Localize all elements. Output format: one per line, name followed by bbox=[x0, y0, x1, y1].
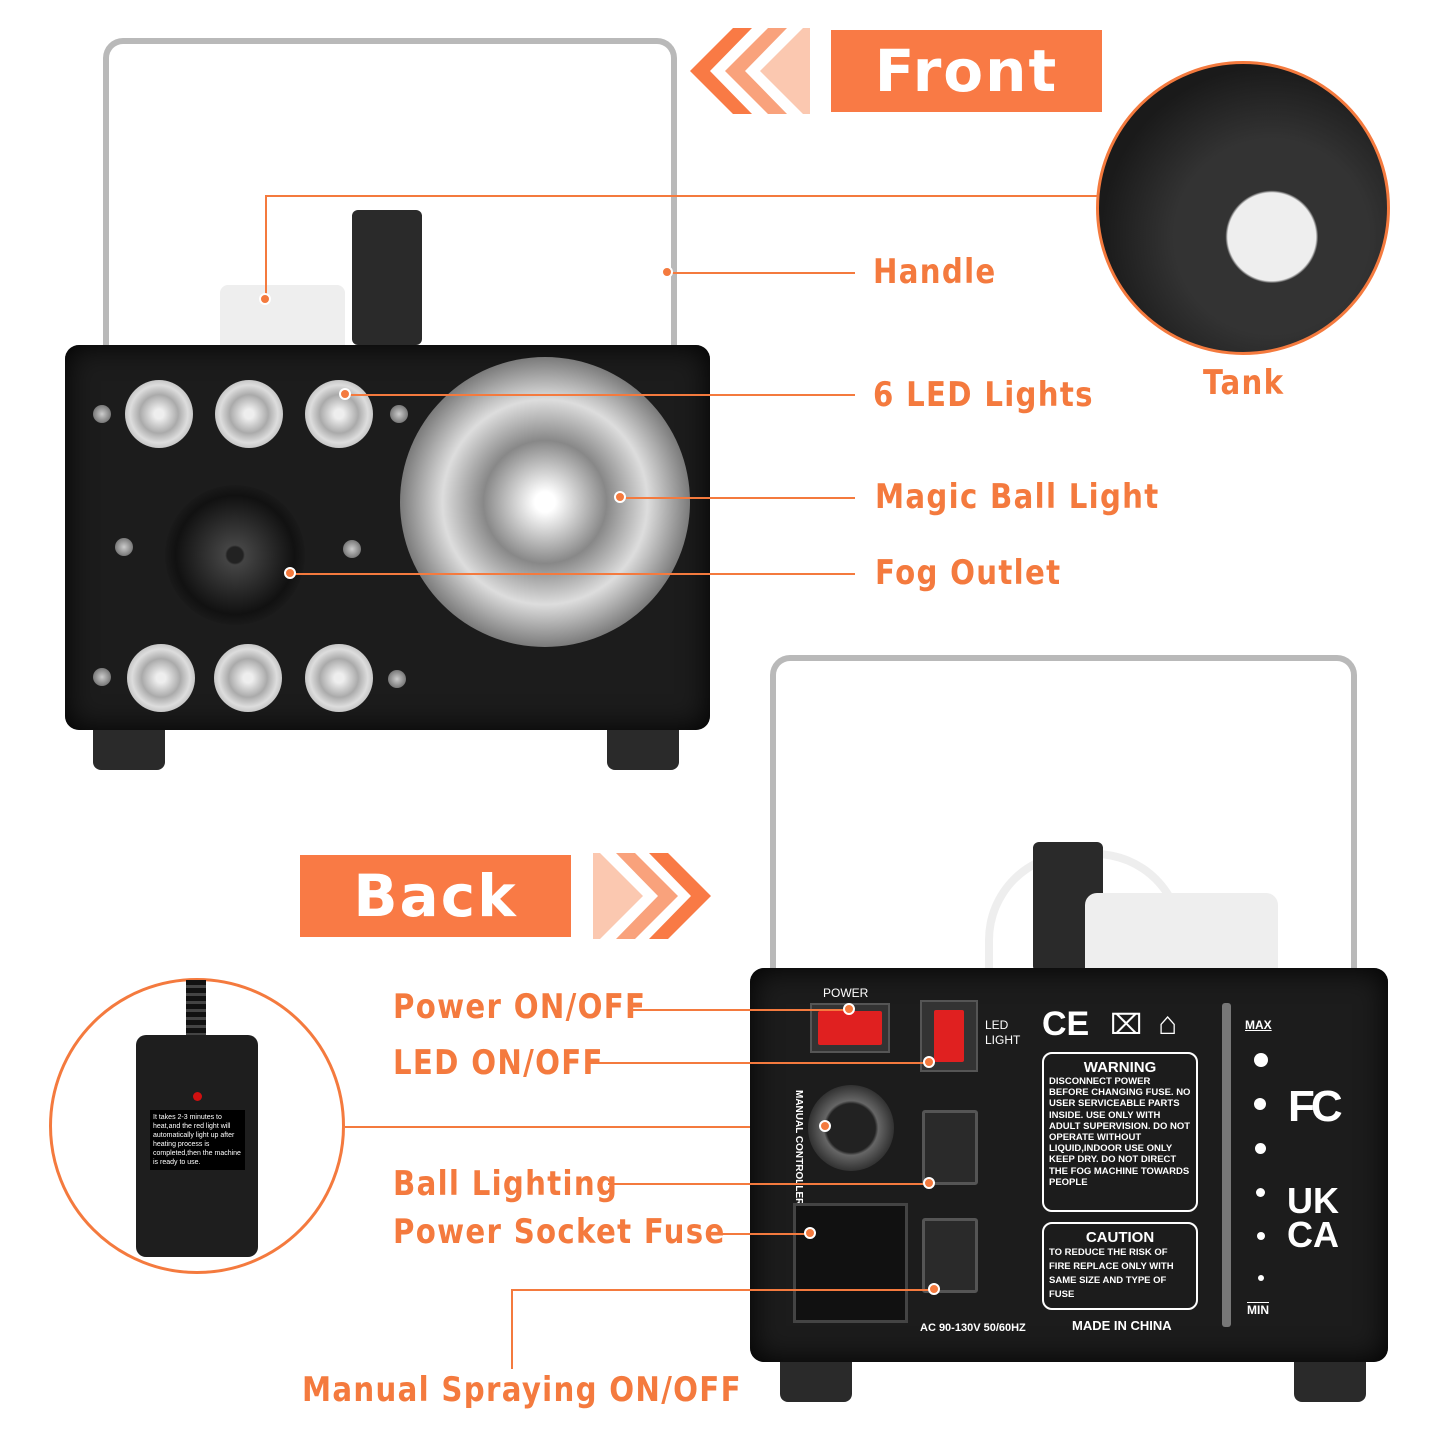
label-power: Power ON/OFF bbox=[393, 987, 647, 1027]
led-light-label: LED LIGHT bbox=[985, 1018, 1021, 1047]
front-handle bbox=[103, 38, 677, 358]
house-icon: ⌂ bbox=[1158, 1005, 1178, 1041]
callout-dot bbox=[661, 266, 673, 278]
callout-line bbox=[620, 497, 855, 499]
screw bbox=[390, 405, 408, 423]
front-nozzle bbox=[352, 210, 422, 345]
level-dot bbox=[1258, 1275, 1264, 1281]
callout-dot bbox=[614, 491, 626, 503]
back-foot bbox=[1294, 1362, 1366, 1402]
led-light bbox=[127, 644, 195, 712]
level-dot bbox=[1254, 1053, 1268, 1067]
callout-dot bbox=[339, 388, 351, 400]
back-handle bbox=[770, 655, 1357, 975]
callout-line bbox=[608, 1183, 930, 1185]
power-socket-fuse[interactable] bbox=[793, 1203, 908, 1323]
screw bbox=[93, 405, 111, 423]
led-light bbox=[214, 644, 282, 712]
fc-mark: FC bbox=[1288, 1082, 1343, 1131]
label-ball-lighting: Ball Lighting bbox=[393, 1164, 619, 1204]
remote-cable bbox=[186, 980, 206, 1040]
level-dot bbox=[1257, 1232, 1265, 1240]
caution-title: CAUTION bbox=[1085, 1229, 1155, 1246]
label-magic-ball: Magic Ball Light bbox=[875, 477, 1160, 517]
manual-controller-label: MANUAL CONTROLLER bbox=[793, 1090, 804, 1206]
callout-line bbox=[708, 1233, 810, 1235]
label-handle: Handle bbox=[873, 252, 997, 292]
callout-line bbox=[511, 1289, 513, 1369]
left-arrows-icon bbox=[690, 28, 810, 114]
callout-dot bbox=[259, 293, 271, 305]
caution-text: TO REDUCE THE RISK OF FIRE REPLACE ONLY … bbox=[1049, 1247, 1174, 1300]
front-tank bbox=[220, 285, 345, 350]
level-dot bbox=[1255, 1143, 1266, 1154]
max-label: MAX bbox=[1245, 1018, 1272, 1032]
tank-inset-circle bbox=[1096, 61, 1390, 355]
warning-box: WARNING DISCONNECT POWER BEFORE CHANGING… bbox=[1042, 1052, 1198, 1212]
screw bbox=[343, 540, 361, 558]
callout-line bbox=[667, 272, 855, 274]
callout-dot bbox=[819, 1120, 831, 1132]
level-dot bbox=[1254, 1098, 1266, 1110]
label-led-lights: 6 LED Lights bbox=[873, 375, 1094, 415]
led-light bbox=[125, 380, 193, 448]
made-in-label: MADE IN CHINA bbox=[1072, 1318, 1172, 1333]
power-label: POWER bbox=[823, 986, 869, 1000]
front-foot bbox=[607, 730, 679, 770]
right-arrows-icon bbox=[593, 853, 711, 939]
label-fuse: Power Socket Fuse bbox=[393, 1212, 726, 1252]
callout-dot bbox=[923, 1056, 935, 1068]
back-foot bbox=[780, 1362, 852, 1402]
caution-box: CAUTION TO REDUCE THE RISK OF FIRE REPLA… bbox=[1042, 1222, 1198, 1310]
label-fog-outlet: Fog Outlet bbox=[875, 553, 1062, 593]
callout-dot bbox=[923, 1177, 935, 1189]
level-window bbox=[1222, 1003, 1231, 1327]
screw bbox=[93, 668, 111, 686]
callout-dot bbox=[284, 567, 296, 579]
screw bbox=[115, 538, 133, 556]
callout-line bbox=[511, 1289, 935, 1291]
callout-line bbox=[265, 195, 1097, 197]
label-tank: Tank bbox=[1203, 363, 1285, 403]
callout-line bbox=[630, 1009, 850, 1011]
led-light bbox=[305, 644, 373, 712]
callout-line bbox=[290, 573, 855, 575]
manual-spraying-switch[interactable] bbox=[922, 1218, 978, 1293]
level-dot bbox=[1256, 1188, 1265, 1197]
callout-dot bbox=[843, 1003, 855, 1015]
screw bbox=[388, 670, 406, 688]
front-banner: Front bbox=[831, 30, 1102, 112]
callout-line bbox=[590, 1062, 930, 1064]
weee-icon: ⌧ bbox=[1110, 1009, 1143, 1040]
callout-line bbox=[345, 1126, 825, 1128]
ce-mark: CE bbox=[1042, 1005, 1090, 1043]
remote-indicator-light bbox=[193, 1092, 202, 1101]
callout-line bbox=[265, 195, 267, 300]
label-manual-spraying: Manual Spraying ON/OFF bbox=[302, 1370, 742, 1410]
warning-text: DISCONNECT POWER BEFORE CHANGING FUSE. N… bbox=[1049, 1076, 1191, 1188]
back-banner: Back bbox=[300, 855, 571, 937]
ukca-mark-bottom: CA bbox=[1287, 1214, 1339, 1255]
ball-lighting-switch[interactable] bbox=[922, 1110, 978, 1185]
power-switch[interactable] bbox=[810, 1003, 890, 1053]
label-led: LED ON/OFF bbox=[393, 1043, 604, 1083]
front-foot bbox=[93, 730, 165, 770]
led-light bbox=[215, 380, 283, 448]
magic-ball-light bbox=[400, 357, 690, 647]
callout-dot bbox=[928, 1283, 940, 1295]
ukca-mark-top: UK bbox=[1287, 1180, 1339, 1221]
min-label: MIN bbox=[1247, 1303, 1269, 1317]
remote-note: It takes 2-3 minutes to heat,and the red… bbox=[150, 1110, 245, 1170]
voltage-label: AC 90-130V 50/60HZ bbox=[920, 1322, 1026, 1334]
fog-outlet bbox=[165, 485, 305, 625]
warning-title: WARNING bbox=[1083, 1059, 1157, 1076]
callout-line bbox=[345, 394, 855, 396]
back-tank bbox=[1085, 893, 1278, 973]
callout-dot bbox=[804, 1227, 816, 1239]
